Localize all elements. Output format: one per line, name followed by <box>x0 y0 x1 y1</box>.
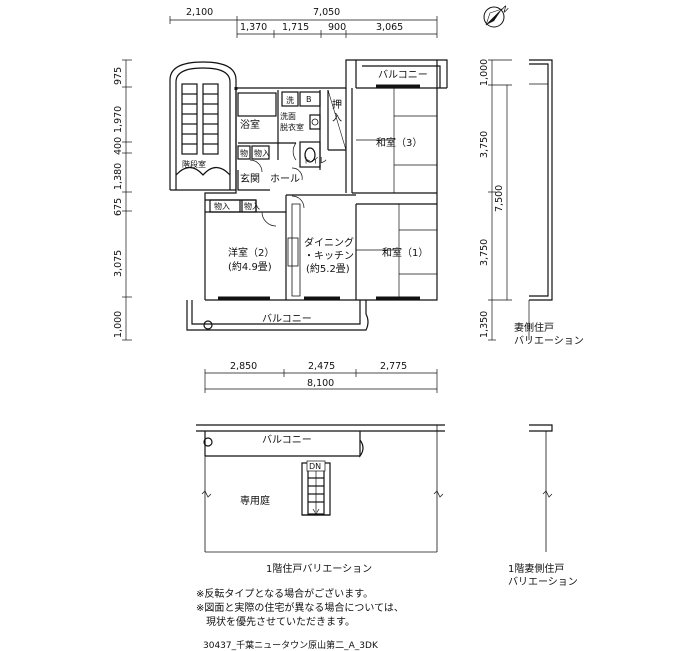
room-storage-b: 物入 <box>254 148 270 158</box>
right-dimensions <box>488 59 512 341</box>
dim-left-seg-6: 3,075 <box>113 250 124 277</box>
note-line-2: ※図面と実際の住宅が異なる場合については、 <box>196 603 404 614</box>
dn-label-box <box>306 460 326 472</box>
dim-right-seg-1: 1,000 <box>479 59 490 86</box>
dim-top-seg-1: 1,370 <box>240 22 267 33</box>
compass-icon: N <box>483 4 510 28</box>
dim-top-left: 2,100 <box>186 7 213 18</box>
dim-right-seg-4: 1,350 <box>479 311 490 338</box>
dim-right-seg-3: 3,750 <box>479 239 490 266</box>
room-washroom-2: 脱衣室 <box>280 122 304 132</box>
room-yoshitsu-2-size: (約4.9畳) <box>228 260 272 273</box>
caption-tsumagawa-1: 妻側住戸 <box>514 321 554 334</box>
room-wash-mark: 洗 <box>286 95 294 105</box>
dim-top-seg-4: 3,065 <box>376 22 403 33</box>
room-garden: 専用庭 <box>240 494 270 507</box>
dim-left-seg-1: 975 <box>113 67 124 85</box>
ground-tsumagawa-variation <box>529 424 553 552</box>
room-storage-a: 物 <box>240 148 248 158</box>
room-storage-d: 物入 <box>244 201 260 211</box>
room-bath: 浴室 <box>240 118 260 131</box>
left-dimensions <box>122 59 132 341</box>
caption-tsumagawa-2: バリエーション <box>514 335 584 347</box>
notes-block: ※反転タイプとなる場合がございます。 ※図面と実際の住宅が異なる場合については、… <box>196 588 576 630</box>
dim-left-seg-3: 400 <box>113 137 124 155</box>
caption-ground-tsumagawa-1: 1階妻側住戸 <box>508 562 564 575</box>
room-dk-2: ・キッチン <box>304 250 354 262</box>
note-line-1: ※反転タイプとなる場合がございます。 <box>196 589 374 600</box>
main-plan-walls <box>169 59 448 331</box>
room-oshiire-1: 押 <box>332 98 342 111</box>
ground-floor-variation <box>196 424 445 553</box>
compass-north-label: N <box>499 4 510 15</box>
room-dk-3: (約5.2畳) <box>306 262 350 275</box>
plan-code: 30437_千葉ニュータウン原山第二_A_3DK <box>203 641 378 651</box>
room-genkan: 玄関 <box>240 172 260 185</box>
room-toilet: トイレ <box>303 156 327 165</box>
dim-bottom-seg-1: 2,850 <box>230 361 257 372</box>
room-washroom-1: 洗面 <box>280 111 296 121</box>
room-wash-b: B <box>306 95 312 104</box>
room-stairs: 階段室 <box>182 159 206 169</box>
room-dk-1: ダイニング <box>304 236 354 249</box>
room-yoshitsu-2-name: 洋室（2） <box>228 246 274 259</box>
room-storage-c: 物入 <box>214 201 230 211</box>
dim-bottom-overall: 8,100 <box>307 378 334 389</box>
dim-top-overall: 7,050 <box>313 7 340 18</box>
dim-bottom-seg-3: 2,775 <box>380 361 407 372</box>
dim-left-seg-2: 1,970 <box>113 106 124 133</box>
top-dimensions <box>169 16 438 38</box>
dim-left-seg-7: 1,000 <box>113 311 124 338</box>
caption-ground-tsumagawa-2: バリエーション <box>508 576 578 588</box>
dim-right-overall: 7,500 <box>494 185 505 212</box>
dim-left-seg-4: 1,380 <box>113 163 124 190</box>
room-washitsu-1: 和室（1） <box>382 246 428 259</box>
room-oshiire-2: 入 <box>332 113 342 124</box>
dim-top-seg-3: 900 <box>328 22 346 33</box>
dim-top-seg-2: 1,715 <box>282 22 309 33</box>
room-washitsu-3: 和室（3） <box>376 136 422 149</box>
dim-right-seg-2: 3,750 <box>479 131 490 158</box>
room-balcony-ground: バルコニー <box>262 434 312 446</box>
room-balcony-top: バルコニー <box>378 69 428 81</box>
basin-icon <box>311 118 319 126</box>
room-balcony-bottom: バルコニー <box>262 313 312 325</box>
room-hall: ホール <box>270 173 300 185</box>
dim-left-seg-5: 675 <box>113 198 124 216</box>
caption-ground-floor: 1階住戸バリエーション <box>266 562 372 575</box>
stair-dn-label: DN <box>309 462 321 471</box>
note-line-3: 現状を優先させていただきます。 <box>206 617 355 628</box>
tsumagawa-variation <box>528 59 553 340</box>
bottom-dimensions <box>204 369 438 393</box>
dim-bottom-seg-2: 2,475 <box>308 361 335 372</box>
